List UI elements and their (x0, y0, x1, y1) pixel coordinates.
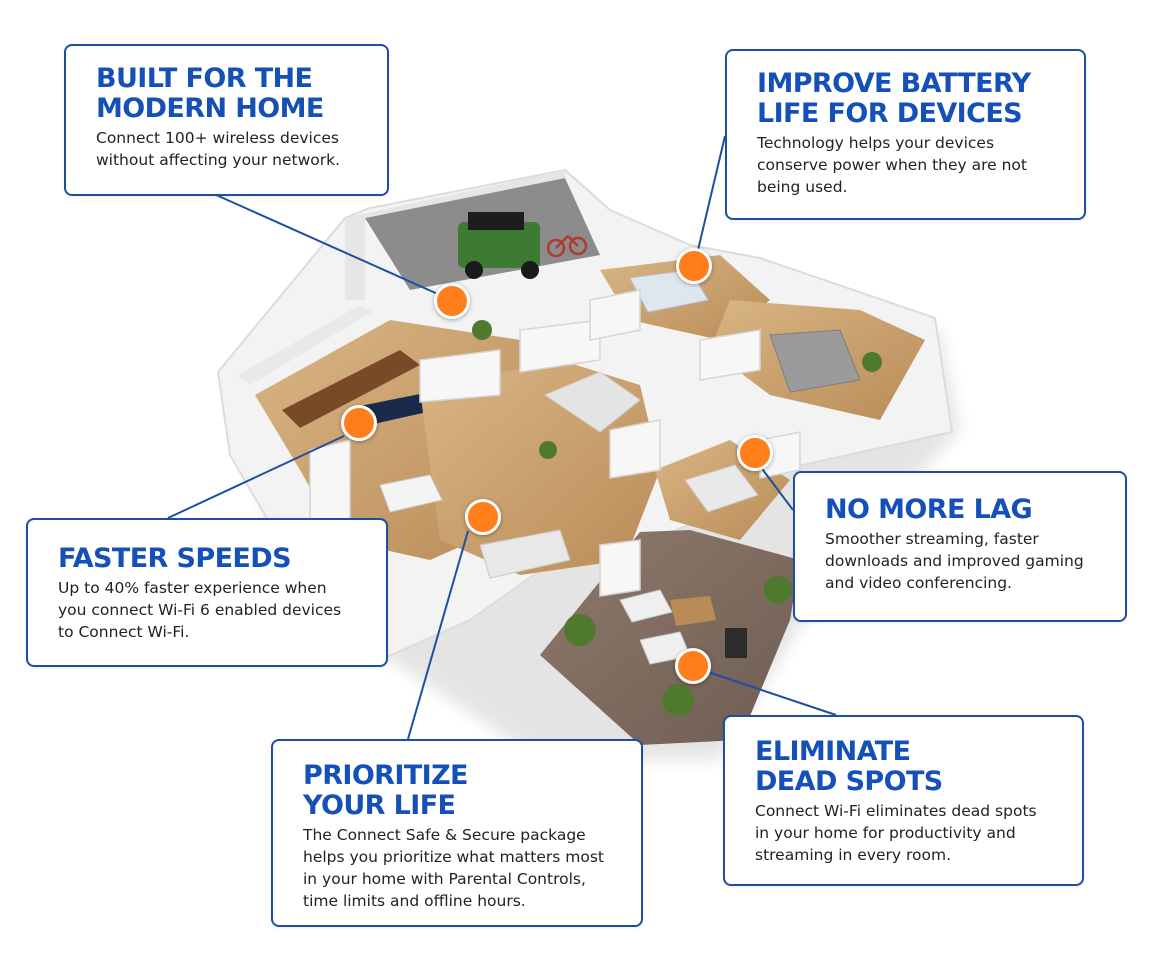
hotspot-living-room (465, 499, 501, 535)
hotspot-garage-entry (434, 283, 470, 319)
callout-body: The Connect Safe & Secure package helps … (303, 826, 604, 910)
callout-title: ELIMINATE DEAD SPOTS (755, 736, 943, 797)
callout-no-more-lag: NO MORE LAG Smoother streaming, faster d… (793, 471, 1127, 622)
callout-title: BUILT FOR THE MODERN HOME (96, 63, 324, 124)
garage-wall (345, 170, 565, 300)
dining-table-icon (379, 474, 443, 513)
callout-title: IMPROVE BATTERY LIFE FOR DEVICES (757, 68, 1031, 129)
callout-battery-life: IMPROVE BATTERY LIFE FOR DEVICES Technol… (725, 49, 1086, 220)
callout-eliminate-dead-spots: ELIMINATE DEAD SPOTS Connect Wi-Fi elimi… (723, 715, 1084, 886)
callout-body: Smoother streaming, faster downloads and… (825, 530, 1084, 592)
kitchen-back-wall (238, 305, 372, 385)
hotspot-guest-bedroom (737, 435, 773, 471)
kitchen-counter (282, 350, 420, 428)
callout-body: Connect Wi-Fi eliminates dead spots in y… (755, 802, 1037, 864)
bathroom-floor (543, 371, 641, 433)
callout-title: NO MORE LAG (825, 494, 1033, 525)
patio-furniture-icon (619, 589, 747, 665)
callout-title: PRIORITIZE YOUR LIFE (303, 760, 469, 821)
sofa-icon (479, 529, 571, 579)
jeep-icon (458, 212, 540, 279)
callout-body: Connect 100+ wireless devices without af… (96, 129, 341, 169)
callout-body: Up to 40% faster experience when you con… (58, 579, 342, 641)
master-bed-icon (769, 329, 861, 393)
hotspot-kitchen (341, 405, 377, 441)
hotspot-patio (675, 648, 711, 684)
hotspot-bedroom (676, 248, 712, 284)
callout-body: Technology helps your devices conserve p… (757, 134, 1027, 196)
guest-bed-icon (684, 464, 759, 513)
bicycle-icon (546, 235, 588, 258)
callout-prioritize-your-life: PRIORITIZE YOUR LIFE The Connect Safe & … (271, 739, 643, 927)
callout-modern-home: BUILT FOR THE MODERN HOME Connect 100+ w… (64, 44, 389, 196)
callout-title: FASTER SPEEDS (58, 543, 292, 574)
callout-faster-speeds: FASTER SPEEDS Up to 40% faster experienc… (26, 518, 388, 667)
